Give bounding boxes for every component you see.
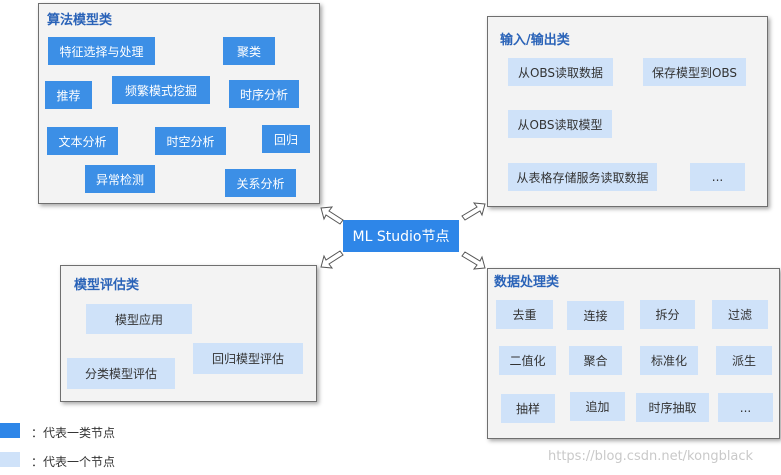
- arrow-to-data-processing-icon: [461, 251, 486, 270]
- algorithm-group-title: 算法模型类: [47, 13, 113, 28]
- node-save-model-to-obs[interactable]: 保存模型到OBS: [643, 58, 746, 86]
- node-clustering[interactable]: 聚类: [223, 37, 275, 65]
- node-append[interactable]: 追加: [570, 392, 625, 421]
- ml-studio-center-node[interactable]: ML Studio节点: [343, 220, 459, 252]
- node-time-series-analysis[interactable]: 时序分析: [229, 80, 299, 108]
- data-group-title: 数据处理类: [494, 275, 560, 290]
- arrow-to-algorithm-icon: [320, 206, 344, 225]
- io-group-title: 输入/输出类: [500, 33, 570, 48]
- node-anomaly-detection[interactable]: 异常检测: [85, 165, 155, 193]
- node-relation-analysis[interactable]: 关系分析: [225, 169, 296, 197]
- eval-group-title: 模型评估类: [74, 278, 140, 293]
- arrow-to-evaluation-icon: [320, 250, 344, 269]
- legend-single-swatch: [0, 452, 20, 467]
- node-regression-evaluation[interactable]: 回归模型评估: [193, 343, 303, 374]
- node-recommendation[interactable]: 推荐: [45, 81, 92, 109]
- node-binarize[interactable]: 二值化: [499, 346, 556, 375]
- node-standardize[interactable]: 标准化: [640, 346, 698, 375]
- node-text-analysis[interactable]: 文本分析: [47, 127, 118, 155]
- node-aggregate[interactable]: 聚合: [569, 346, 622, 375]
- node-filter[interactable]: 过滤: [712, 300, 768, 329]
- node-join[interactable]: 连接: [567, 301, 624, 330]
- node-read-data-from-obs[interactable]: 从OBS读取数据: [508, 58, 613, 86]
- node-time-series-extract[interactable]: 时序抽取: [636, 393, 709, 422]
- node-sample[interactable]: 抽样: [501, 394, 555, 423]
- node-io-more[interactable]: ...: [690, 163, 745, 191]
- node-regression[interactable]: 回归: [262, 125, 310, 153]
- legend-single-text: ：代表一个节点: [31, 455, 116, 469]
- legend-category-swatch: [0, 423, 20, 438]
- node-data-more[interactable]: ...: [718, 393, 773, 422]
- arrow-to-io-icon: [461, 202, 486, 221]
- node-deduplicate[interactable]: 去重: [496, 300, 553, 329]
- node-feature-selection[interactable]: 特征选择与处理: [48, 37, 155, 65]
- node-read-model-from-obs[interactable]: 从OBS读取模型: [508, 110, 612, 138]
- node-split[interactable]: 拆分: [640, 300, 695, 329]
- node-model-application[interactable]: 模型应用: [86, 304, 192, 334]
- node-spatiotemporal-analysis[interactable]: 时空分析: [155, 127, 226, 155]
- watermark: https://blog.csdn.net/kongblack: [548, 449, 754, 464]
- node-classification-evaluation[interactable]: 分类模型评估: [67, 358, 175, 389]
- node-derive[interactable]: 派生: [716, 346, 772, 375]
- node-read-from-table-storage[interactable]: 从表格存储服务读取数据: [508, 163, 657, 191]
- node-frequent-pattern-mining[interactable]: 频繁模式挖掘: [112, 76, 210, 104]
- legend-category-text: ：代表一类节点: [31, 426, 116, 440]
